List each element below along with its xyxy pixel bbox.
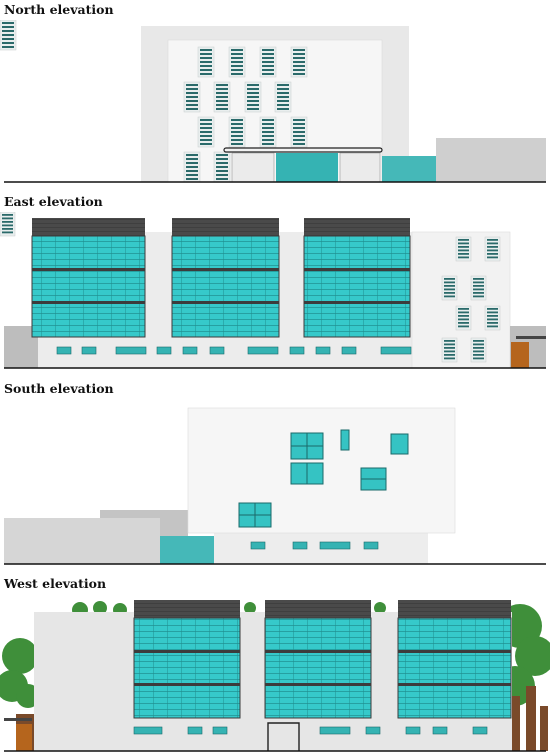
- west-left-canopy: [4, 718, 32, 721]
- west-glazed-tower-1: [133, 600, 241, 719]
- east-elevation-drawing: [0, 212, 546, 369]
- north-canopy: [223, 147, 383, 153]
- south-elevation-title: South elevation: [4, 381, 114, 396]
- west-left-door: [16, 724, 32, 751]
- west-glazed-tower-3: [397, 600, 512, 719]
- north-low-teal-block: [382, 156, 436, 182]
- west-glazed-tower-2: [264, 600, 372, 719]
- east-glazed-tower-2: [171, 218, 280, 338]
- east-ground-windows: [56, 346, 412, 355]
- east-glazed-tower-1: [31, 218, 146, 338]
- south-upper-windows: [238, 429, 409, 528]
- south-elevation-drawing: [4, 407, 546, 565]
- east-louvre-windows: [0, 212, 501, 363]
- north-louvre-windows: [0, 20, 308, 183]
- west-elevation-drawing: [0, 600, 550, 752]
- west-ground-windows: [133, 726, 488, 735]
- north-entrance-frame-right: [339, 152, 381, 183]
- south-podium-windows: [250, 541, 379, 550]
- east-elevation-title: East elevation: [4, 194, 103, 209]
- north-right-block: [436, 138, 546, 182]
- east-right-canopy: [516, 336, 546, 339]
- west-entrance-frame: [267, 722, 300, 751]
- north-elevation-drawing: [0, 20, 546, 183]
- south-teal-block: [160, 536, 214, 564]
- south-left-low-block: [4, 518, 160, 564]
- east-glazed-tower-3: [303, 218, 411, 338]
- north-entrance-glass: [276, 153, 338, 182]
- west-elevation-title: West elevation: [4, 576, 107, 591]
- north-entrance-frame: [231, 152, 275, 183]
- north-elevation-title: North elevation: [4, 2, 114, 17]
- east-right-door: [511, 342, 529, 368]
